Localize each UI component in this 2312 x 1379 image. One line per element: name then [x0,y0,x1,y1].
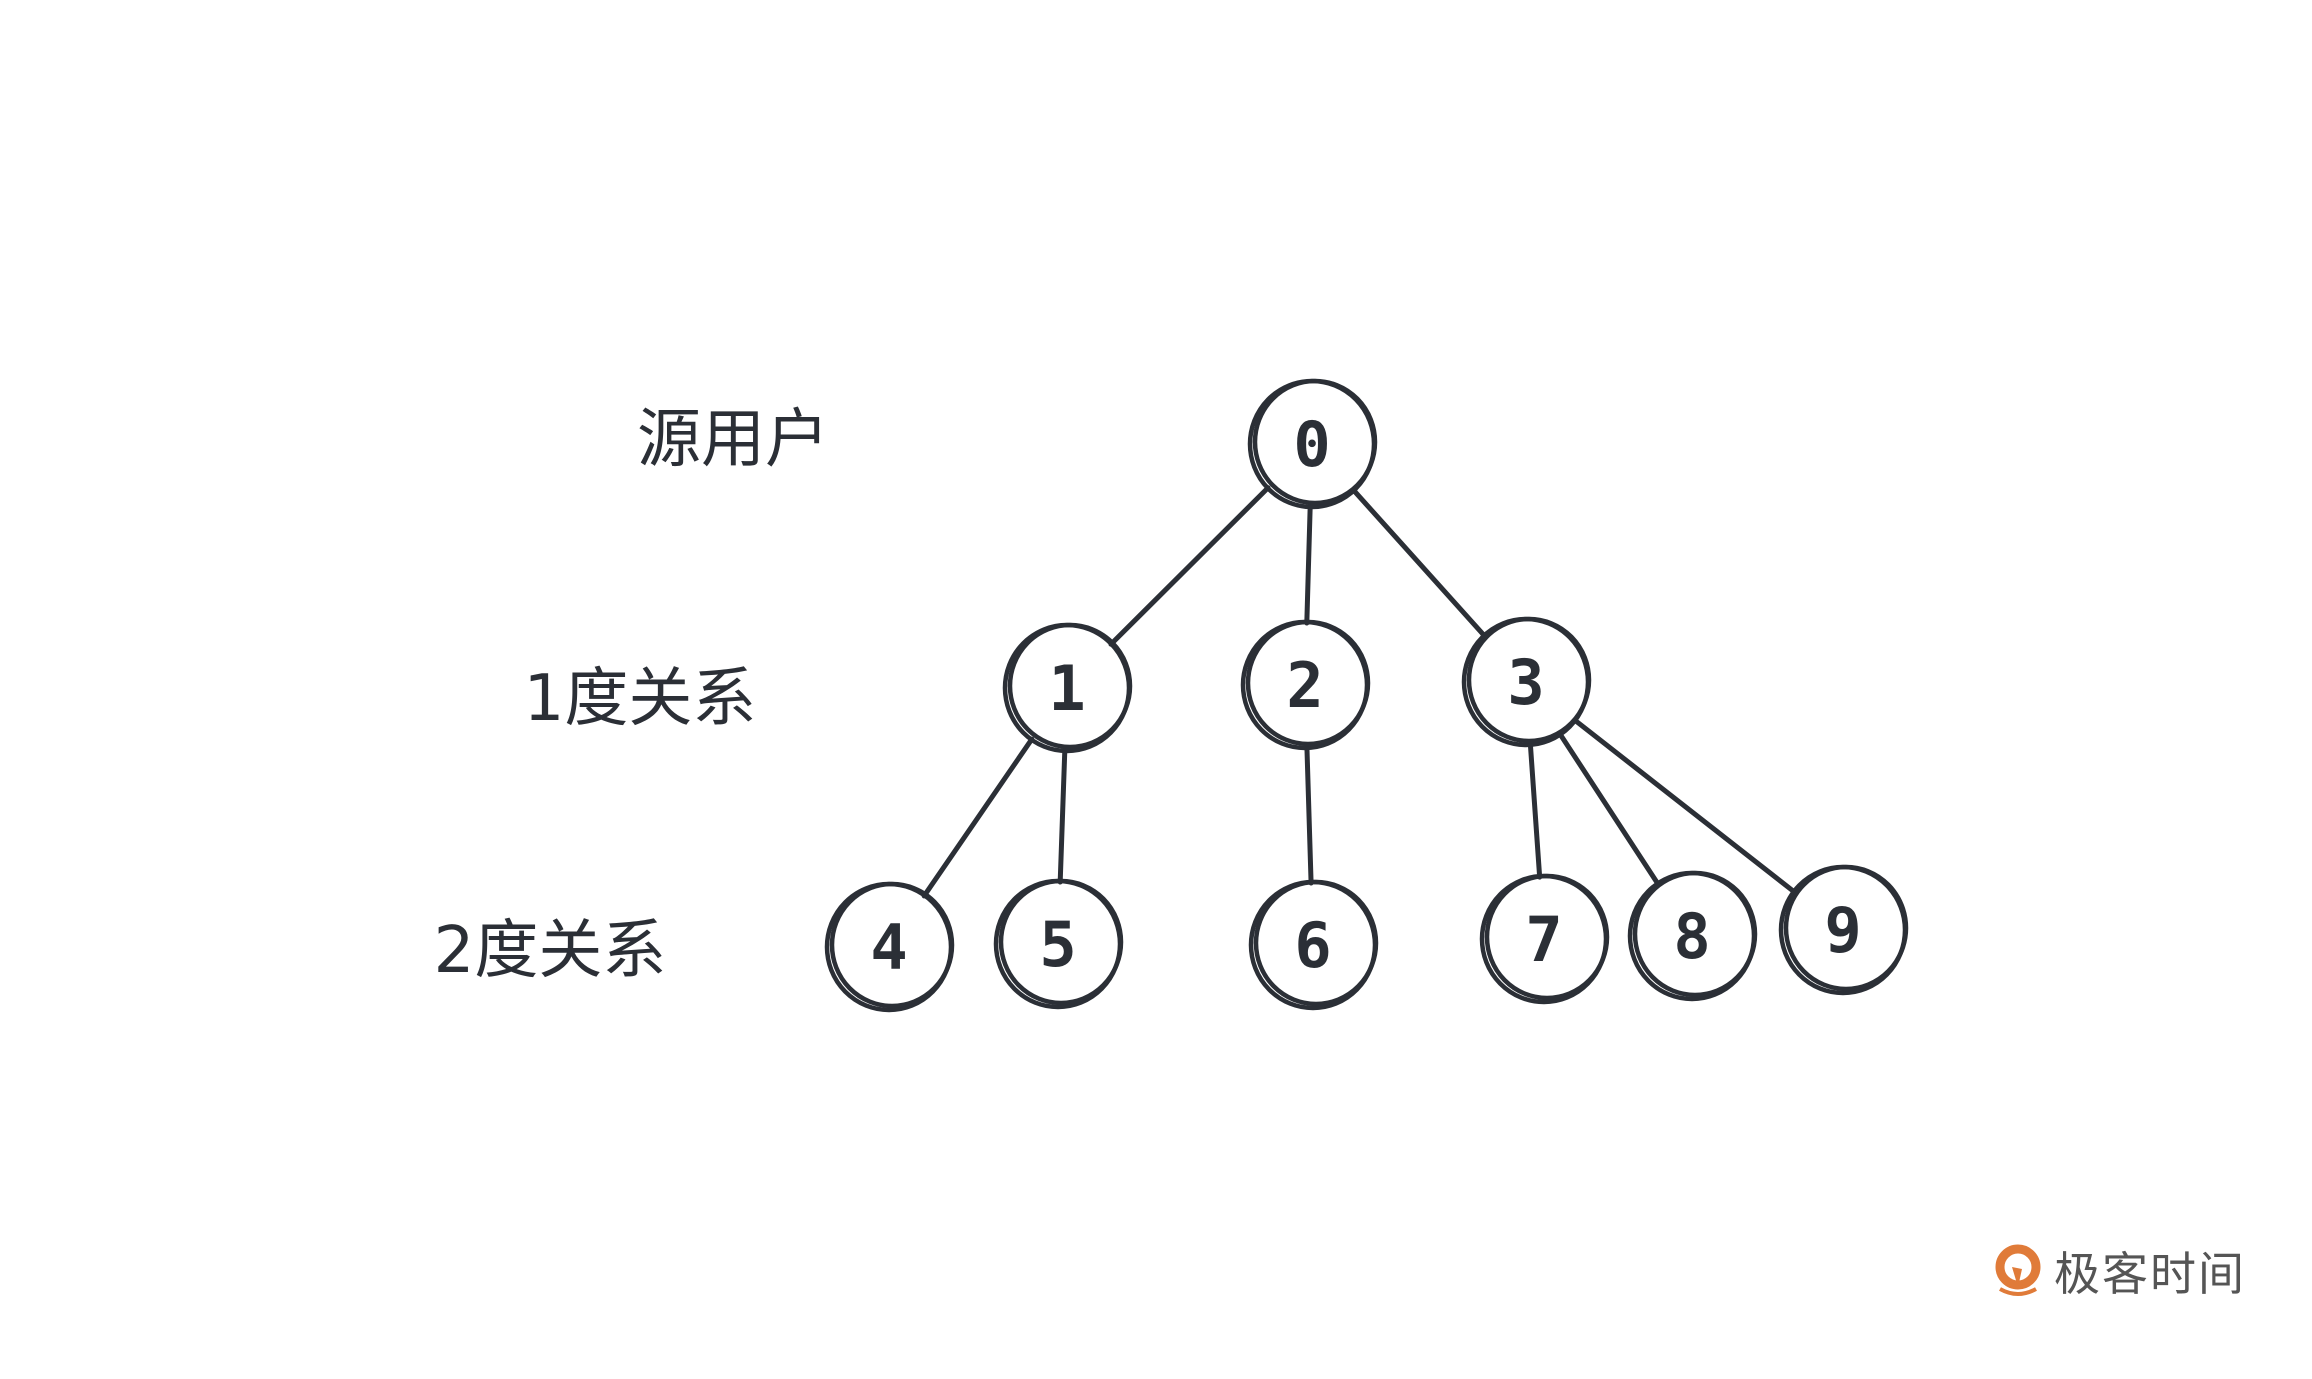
node-label: 9 [1824,894,1861,967]
node-5: 5 [993,878,1124,1010]
logo-icon [1995,1244,2041,1296]
node-label: 1 [1048,652,1085,725]
level-label-2nd-degree: 2度关系 [433,914,667,988]
node-circle [1007,622,1133,750]
edge-3-9 [1572,717,1797,895]
edge-1-4 [921,736,1035,899]
node-circle [1245,619,1371,747]
node-label: 6 [1294,909,1331,982]
node-1: 1 [1002,622,1133,754]
node-3: 3 [1461,616,1592,748]
node-circle [1252,378,1378,506]
node-circle [1783,864,1909,992]
level-label-source-user: 源用户 [637,403,829,477]
node-label: 0 [1293,408,1330,481]
edge-2-6 [1304,744,1314,886]
node-label: 8 [1673,900,1710,973]
node-label: 7 [1525,903,1562,976]
node-0: 0 [1247,378,1378,510]
node-8: 8 [1627,870,1758,1002]
edge-1-5 [1057,747,1068,885]
edge-0-2 [1304,503,1313,626]
node-4: 4 [824,881,955,1013]
node-2: 2 [1240,619,1371,751]
node-circle [1632,870,1758,998]
logo-text: 极客时间 [2054,1247,2246,1301]
brand-logo: 极客时间 [1990,1238,2246,1304]
node-circle [998,878,1124,1006]
edge-0-3 [1350,487,1488,639]
node-circle [1253,879,1379,1007]
node-6: 6 [1248,879,1379,1011]
node-circle [829,881,955,1009]
edge-0-1 [1108,485,1271,647]
node-7: 7 [1479,873,1610,1005]
node-circle [1484,873,1610,1001]
node-label: 5 [1039,908,1076,981]
node-label: 2 [1286,649,1323,722]
edge-3-8 [1557,731,1661,887]
node-9: 9 [1778,864,1909,996]
level-label-1st-degree: 1度关系 [523,662,757,736]
node-label: 4 [870,911,907,984]
node-label: 3 [1507,646,1544,719]
node-circle [1466,616,1592,744]
edge-3-7 [1527,741,1543,880]
